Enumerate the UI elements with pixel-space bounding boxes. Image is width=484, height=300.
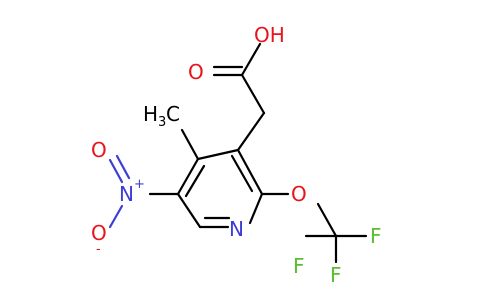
methyl-c-label: C	[166, 102, 180, 126]
bond-ch2-cooh	[240, 73, 266, 115]
ether-oxygen-label: O	[291, 182, 307, 206]
ring-nitrogen-label: N	[229, 217, 244, 241]
bond-ring-c2-c3	[236, 148, 264, 196]
bond-c4-methyl	[180, 128, 200, 161]
nitro-minus-label: -	[96, 242, 101, 257]
bond-ring-c5-c6	[176, 192, 202, 229]
methyl-subscript-label: 3	[158, 115, 166, 130]
bond-ring-c4-c5	[176, 157, 200, 196]
nitro-oxygen-top-label: O	[91, 138, 107, 162]
nitro-plus-label: +	[134, 177, 145, 192]
fluorine-right-label: F	[370, 224, 382, 248]
bond-o-cf3	[316, 202, 338, 238]
nitro-n-label: N	[119, 182, 134, 206]
bond-ring-c3-c4	[196, 148, 240, 161]
bond-nitro-o-top	[108, 158, 124, 184]
bond-nitro-o-bottom	[108, 204, 124, 229]
bond-ring-double-1	[184, 164, 206, 198]
bond-nitro-o-top-2	[115, 154, 131, 180]
fluorine-left-label: F	[293, 254, 305, 278]
hydroxyl-label: OH	[254, 23, 285, 47]
bond-cooh-oh	[240, 42, 262, 77]
bond-ring-n-c2	[248, 192, 264, 225]
fluorine-bottom-label: F	[330, 263, 342, 287]
carbonyl-oxygen-label: O	[188, 60, 204, 84]
nitro-oxygen-bottom-label: O	[91, 221, 107, 245]
bond-ring-double-3	[230, 154, 254, 193]
methyl-h-label: H	[143, 102, 158, 126]
bond-c3-ch2	[236, 111, 266, 152]
